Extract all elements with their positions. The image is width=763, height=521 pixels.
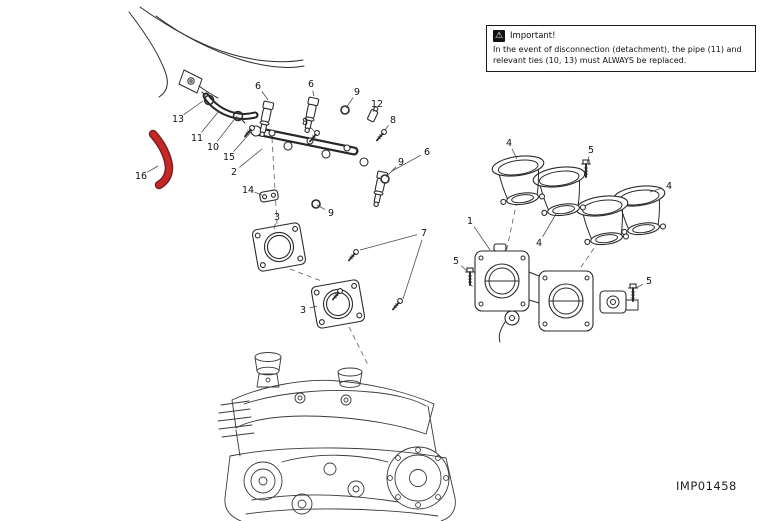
- callout-leader-line: [511, 148, 518, 160]
- callout-number-11: 11: [191, 133, 203, 144]
- callout-leader-line: [239, 148, 263, 168]
- engine-line-art: [217, 352, 456, 521]
- callout-leader-line: [385, 166, 397, 178]
- warning-box: ⚠ Important! In the event of disconnecti…: [486, 25, 756, 73]
- rail-small-parts: [242, 105, 390, 209]
- callout-number-16: 16: [135, 171, 147, 182]
- callout-number-6: 6: [308, 79, 314, 90]
- callout-number-5: 5: [453, 256, 459, 267]
- fuel-drain-hose-highlighted: [148, 129, 174, 190]
- warning-body-text: In the event of disconnection (detachmen…: [493, 45, 742, 66]
- callout-number-9: 9: [328, 208, 334, 219]
- callout-number-9: 9: [398, 157, 404, 168]
- callout-number-15: 15: [223, 152, 235, 163]
- callout-number-14: 14: [242, 185, 254, 196]
- callout-number-3: 3: [274, 212, 280, 223]
- callout-number-7: 7: [421, 228, 427, 239]
- callout-number-8: 8: [302, 117, 308, 128]
- callout-leader-line: [542, 213, 557, 237]
- callout-leader-line: [460, 265, 468, 272]
- callout-leader-line: [345, 97, 354, 109]
- callout-leader-line: [201, 110, 220, 133]
- callout-leader-line: [273, 223, 276, 230]
- warning-header: ⚠ Important!: [493, 30, 749, 42]
- callout-leader-line: [309, 305, 318, 309]
- callout-leader-line: [586, 156, 590, 164]
- callout-number-1: 1: [467, 216, 473, 227]
- callout-leader-line: [217, 115, 238, 142]
- callout-leader-line: [254, 191, 263, 196]
- fuel-rail: [250, 125, 369, 167]
- callout-leader-line: [649, 187, 663, 193]
- fuel-tank-outline: [128, 6, 305, 99]
- callout-number-2: 2: [231, 167, 237, 178]
- callout-number-9: 9: [354, 87, 360, 98]
- callout-number-12: 12: [371, 99, 383, 110]
- callout-leader-line: [359, 234, 418, 251]
- callout-leader-line: [183, 100, 204, 116]
- callout-number-4: 4: [506, 138, 512, 149]
- callout-leader-line: [473, 226, 491, 251]
- breather-pipe-and-clamps: [201, 91, 259, 124]
- throttle-body-assembly: [474, 243, 639, 343]
- callout-leader-line: [261, 91, 269, 101]
- callout-number-4: 4: [536, 238, 542, 249]
- callout-number-6: 6: [424, 147, 430, 158]
- warning-icon: ⚠: [493, 30, 505, 42]
- callout-leader-line: [312, 90, 315, 97]
- callout-leader-line: [309, 126, 316, 133]
- callout-number-5: 5: [646, 276, 652, 287]
- callout-number-13: 13: [172, 114, 184, 125]
- callout-leader-line: [391, 154, 422, 172]
- callout-leader-line: [316, 204, 326, 210]
- callout-number-4: 4: [666, 181, 672, 192]
- callout-number-10: 10: [207, 142, 219, 153]
- intake-flanges: [251, 221, 423, 330]
- callout-leader-line: [372, 109, 375, 113]
- callout-leader-line: [146, 165, 159, 173]
- warning-title: Important!: [510, 31, 556, 41]
- callout-number-6: 6: [255, 81, 261, 92]
- callout-number-3: 3: [300, 305, 306, 316]
- callout-leader-line: [635, 283, 644, 289]
- callout-number-5: 5: [588, 145, 594, 156]
- callout-leader-line: [233, 131, 252, 152]
- callout-leader-line: [384, 125, 389, 131]
- callout-number-8: 8: [390, 115, 396, 126]
- image-reference-code: IMP01458: [676, 479, 737, 493]
